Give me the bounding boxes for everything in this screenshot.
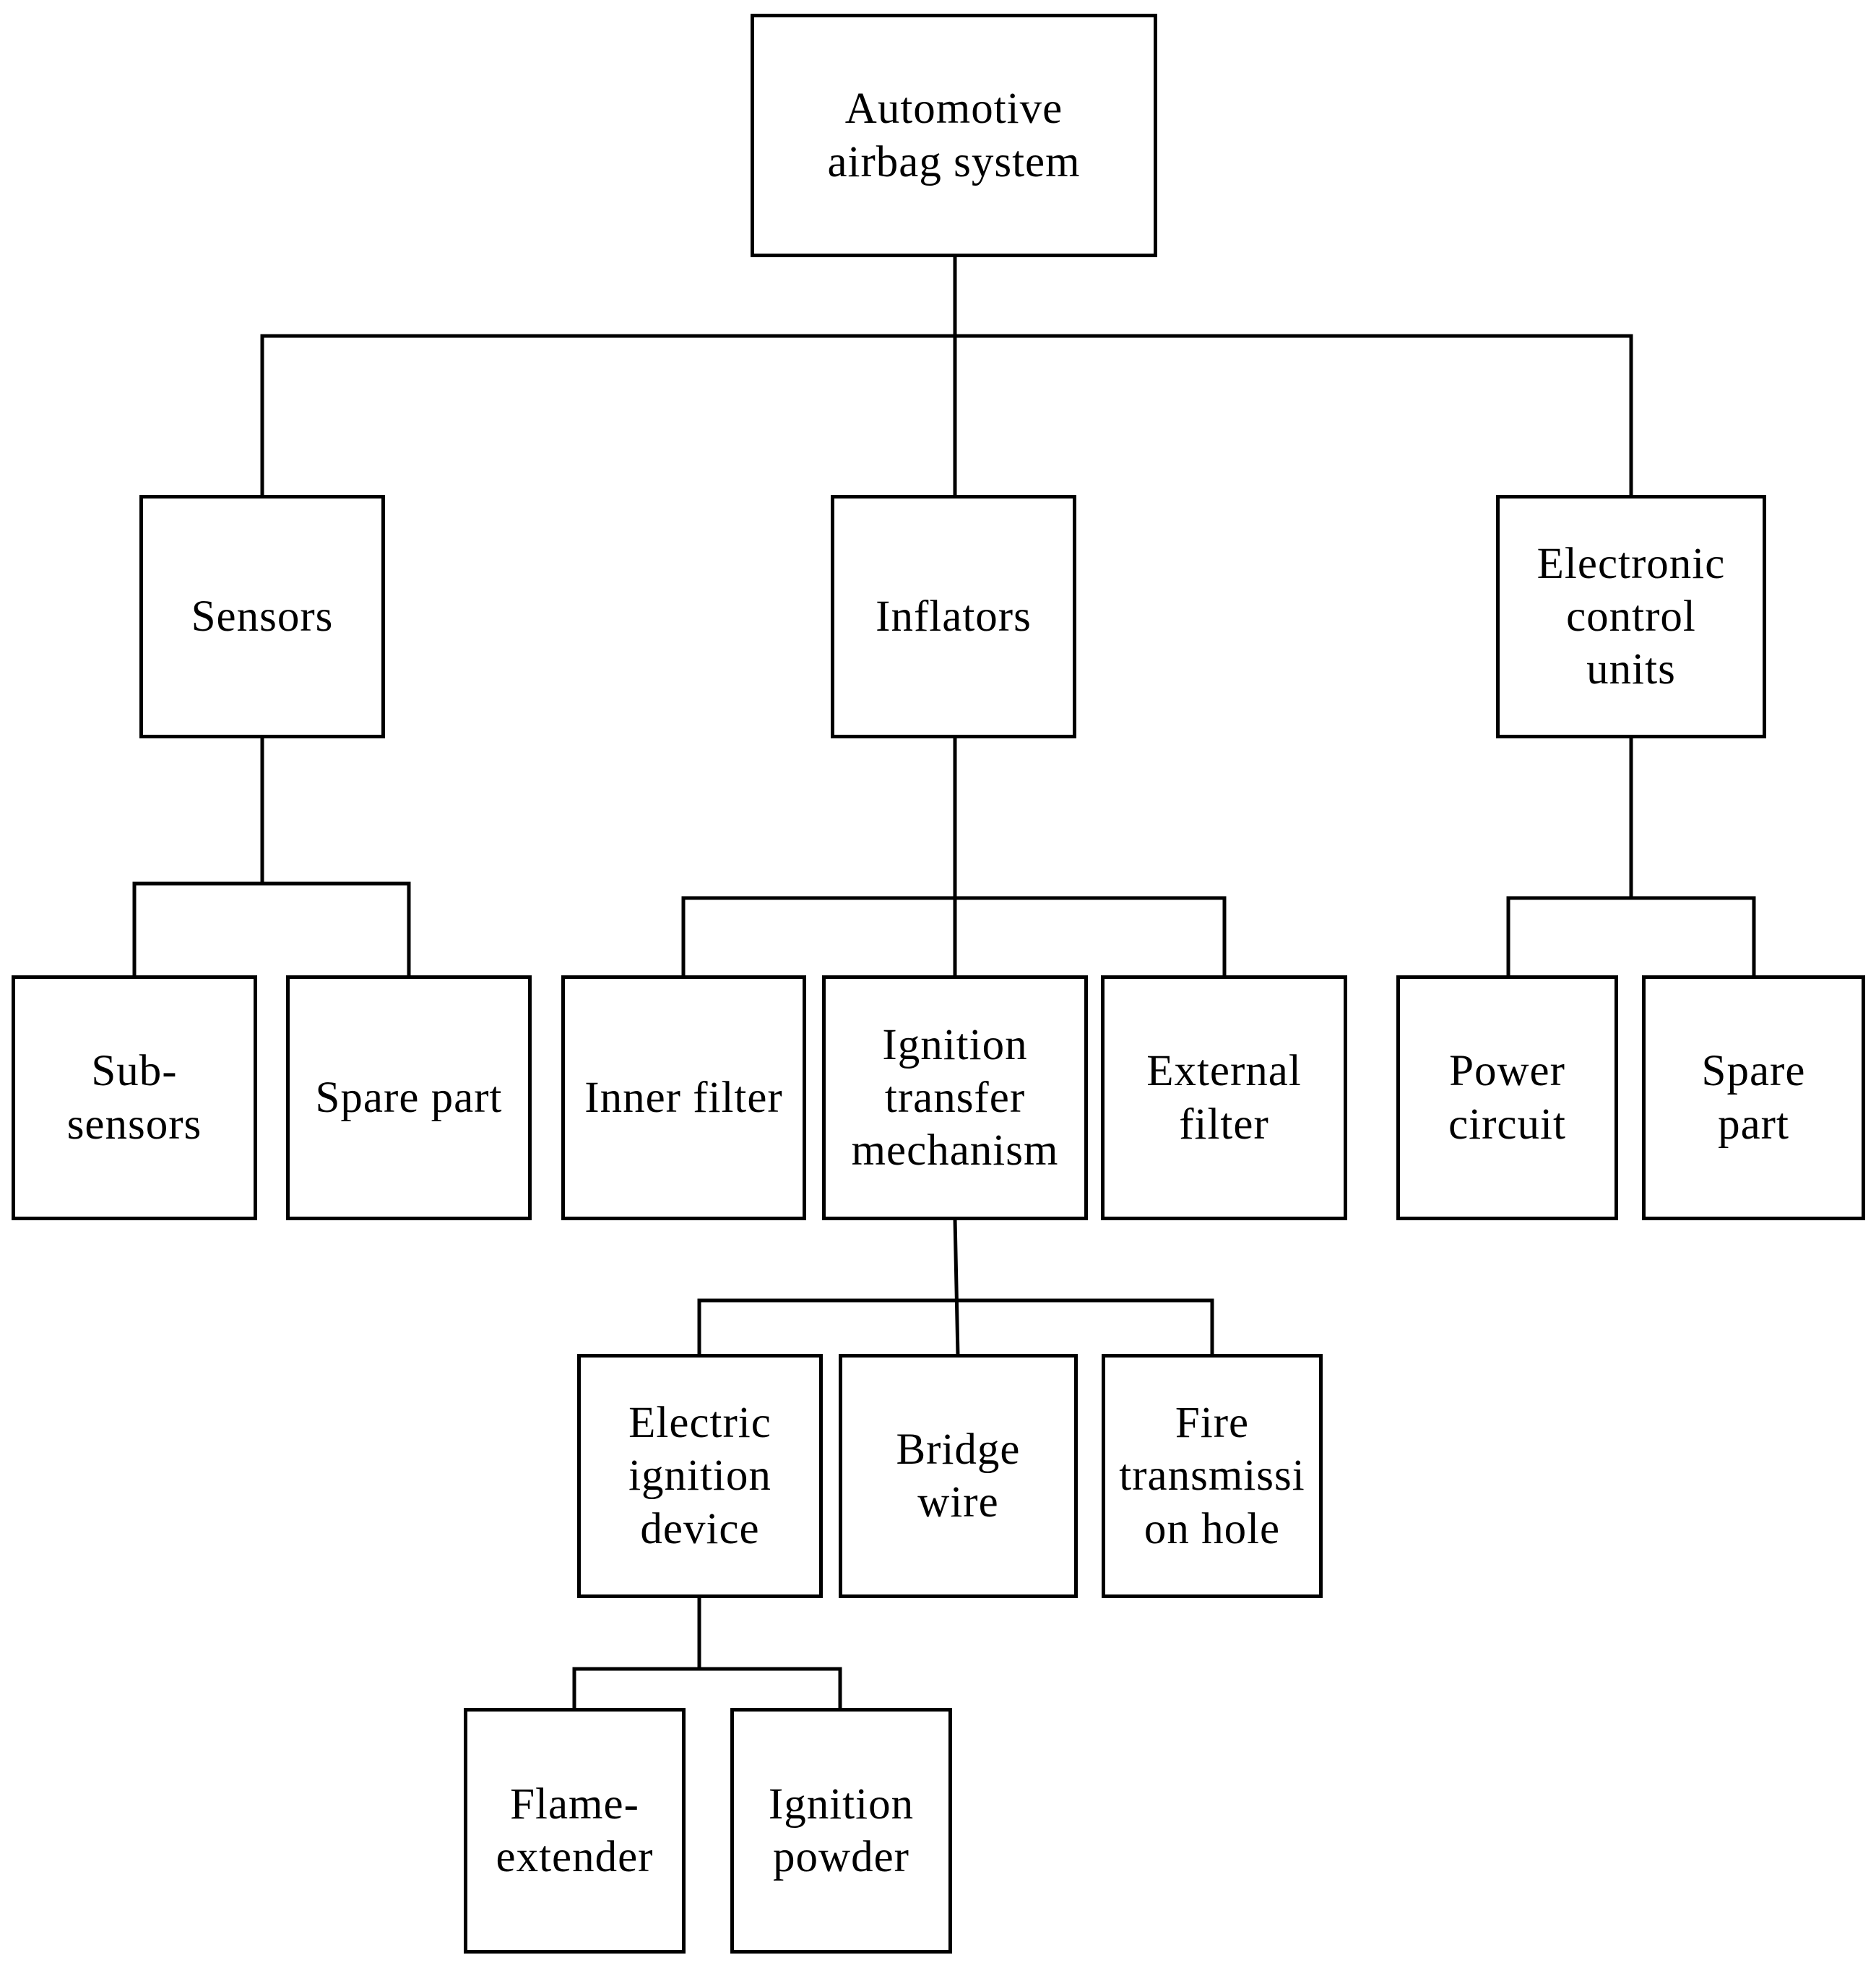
node-label: Electronic control units (1536, 539, 1726, 694)
node-power-circuit: Power circuit (1396, 975, 1618, 1220)
connector-ignition-stem (953, 1217, 960, 1358)
node-label: Inner filter (584, 1073, 783, 1122)
node-label: Bridge wire (896, 1425, 1021, 1527)
node-label: Flame- extender (496, 1779, 654, 1881)
node-label: Electric ignition device (628, 1399, 771, 1553)
node-label: Sensors (191, 592, 334, 641)
node-label: External filter (1146, 1047, 1302, 1149)
node-sensors: Sensors (139, 495, 385, 738)
node-label: Spare part (315, 1073, 503, 1122)
node-sub-sensors: Sub- sensors (12, 975, 257, 1220)
node-fire-transmission-hole: Fire transmissi on hole (1102, 1354, 1323, 1598)
node-label: Ignition powder (768, 1779, 915, 1881)
node-external-filter: External filter (1101, 975, 1347, 1220)
node-ignition-transfer-mechanism: Ignition transfer mechanism (822, 975, 1088, 1220)
node-label: Spare part (1701, 1047, 1806, 1149)
node-label: Fire transmissi on hole (1119, 1399, 1305, 1553)
node-label: Ignition transfer mechanism (851, 1020, 1059, 1175)
node-flame-extender: Flame- extender (464, 1708, 686, 1954)
node-label: Automotive airbag system (827, 85, 1081, 186)
node-electric-ignition-device: Electric ignition device (577, 1354, 823, 1598)
node-automotive-airbag-system: Automotive airbag system (751, 14, 1157, 257)
node-label: Inflators (876, 592, 1032, 641)
node-ecu-spare-part: Spare part (1642, 975, 1865, 1220)
node-sensors-spare-part: Spare part (286, 975, 532, 1220)
node-inflators: Inflators (831, 495, 1076, 738)
node-electronic-control-units: Electronic control units (1496, 495, 1766, 738)
node-inner-filter: Inner filter (561, 975, 806, 1220)
node-ignition-powder: Ignition powder (730, 1708, 952, 1954)
node-label: Power circuit (1448, 1047, 1566, 1149)
node-label: Sub- sensors (66, 1047, 202, 1149)
node-bridge-wire: Bridge wire (839, 1354, 1078, 1598)
